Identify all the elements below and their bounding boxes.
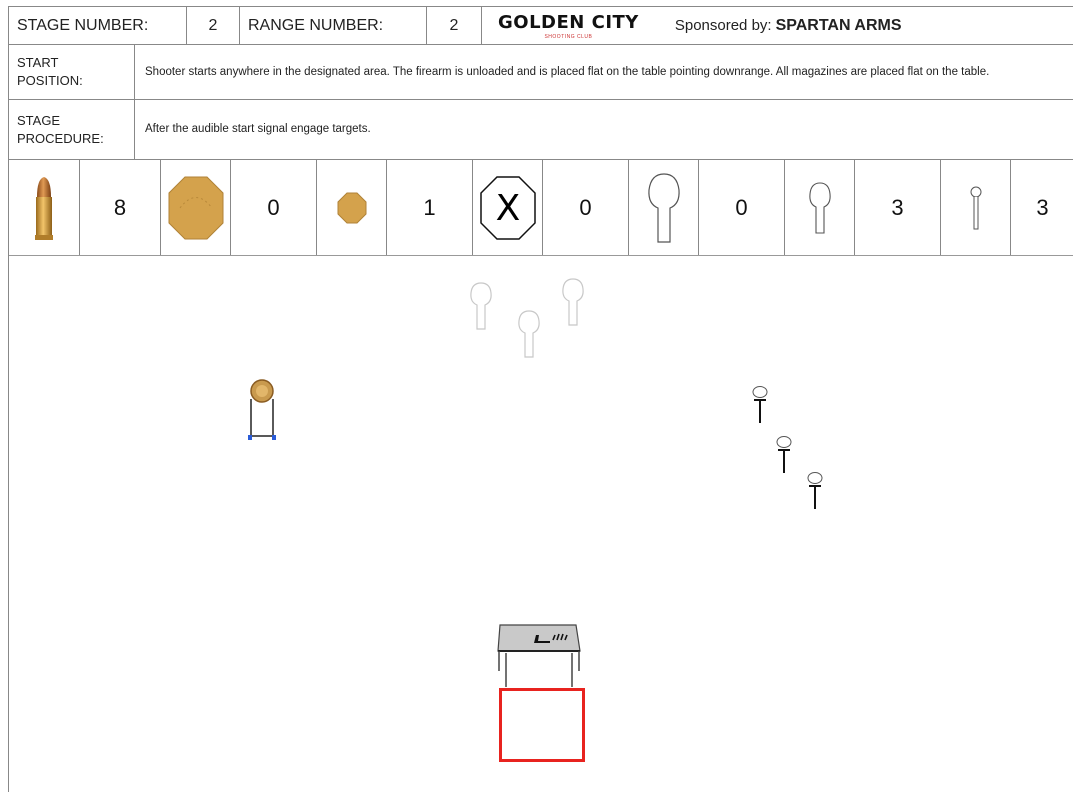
cartridge-count: 8: [80, 160, 161, 255]
small-popper-icon-cell: [941, 160, 1011, 255]
large-steel-plate-count: 0: [231, 160, 317, 255]
no-shoot-count: 0: [543, 160, 629, 255]
stage-procedure-label: STAGE PROCEDURE:: [9, 100, 135, 159]
no-shoot-icon-cell: X: [473, 160, 543, 255]
large-popper-icon-cell: [629, 160, 699, 255]
stage-diagram: [9, 257, 1073, 792]
small-popper-target-3-icon: [806, 471, 824, 511]
sponsor-label: Sponsored by:: [675, 17, 772, 34]
cartridge-icon-cell: [9, 160, 80, 255]
small-popper-target-1-icon: [751, 385, 769, 425]
stage-procedure-text: After the audible start signal engage ta…: [135, 100, 1073, 159]
medium-popper-icon-cell: [785, 160, 855, 255]
no-shoot-icon: X: [479, 175, 537, 241]
stage-number-label: STAGE NUMBER:: [9, 7, 187, 44]
medium-popper-count: 3: [855, 160, 941, 255]
large-steel-plate-icon: [166, 175, 226, 241]
small-steel-plate-count: 1: [387, 160, 473, 255]
range-number-label: RANGE NUMBER:: [240, 7, 427, 44]
large-steel-plate-icon-cell: [161, 160, 231, 255]
sponsor-name: SPARTAN ARMS: [776, 17, 902, 34]
faded-popper-right-icon: [560, 277, 586, 327]
svg-text:X: X: [495, 188, 520, 229]
faded-popper-left-icon: [468, 281, 494, 331]
shooting-area-box: [499, 688, 585, 762]
stage-procedure-label-line2: PROCEDURE:: [17, 130, 104, 148]
range-number-value: 2: [427, 7, 482, 44]
small-steel-plate-icon-cell: [317, 160, 387, 255]
header-row: STAGE NUMBER: 2 RANGE NUMBER: 2 GOLDEN C…: [9, 7, 1073, 45]
small-popper-count: 3: [1011, 160, 1073, 255]
cartridge-icon: [29, 173, 59, 243]
golden-city-logo: GOLDEN CITY SHOOTING CLUB: [498, 12, 639, 40]
logo-subtext: SHOOTING CLUB: [544, 34, 592, 40]
stage-sheet: STAGE NUMBER: 2 RANGE NUMBER: 2 GOLDEN C…: [8, 6, 1073, 792]
faded-popper-middle-icon: [516, 309, 542, 359]
small-steel-plate-icon: [337, 192, 367, 224]
sponsor-line: Sponsored by:SPARTAN ARMS: [675, 17, 902, 35]
start-position-row: START POSITION: Shooter starts anywhere …: [9, 45, 1073, 100]
stage-procedure-row: STAGE PROCEDURE: After the audible start…: [9, 100, 1073, 160]
start-position-label-line1: START: [17, 54, 58, 72]
large-popper-icon: [646, 172, 682, 244]
table-with-firearm-icon: [496, 621, 582, 689]
small-popper-target-2-icon: [775, 435, 793, 475]
stage-number-value: 2: [187, 7, 240, 44]
target-count-row: 8 0 1 X 0 0: [9, 160, 1073, 256]
start-position-label: START POSITION:: [9, 45, 135, 99]
large-popper-count: 0: [699, 160, 785, 255]
start-position-label-line2: POSITION:: [17, 72, 83, 90]
start-position-text: Shooter starts anywhere in the designate…: [135, 45, 1073, 99]
logo-sponsor-cell: GOLDEN CITY SHOOTING CLUB Sponsored by:S…: [482, 7, 1073, 44]
steel-plate-on-stand-icon: [245, 377, 279, 443]
small-popper-icon: [967, 185, 985, 231]
logo-text: GOLDEN CITY: [498, 12, 639, 33]
stage-procedure-label-line1: STAGE: [17, 112, 60, 130]
medium-popper-icon: [807, 181, 833, 235]
